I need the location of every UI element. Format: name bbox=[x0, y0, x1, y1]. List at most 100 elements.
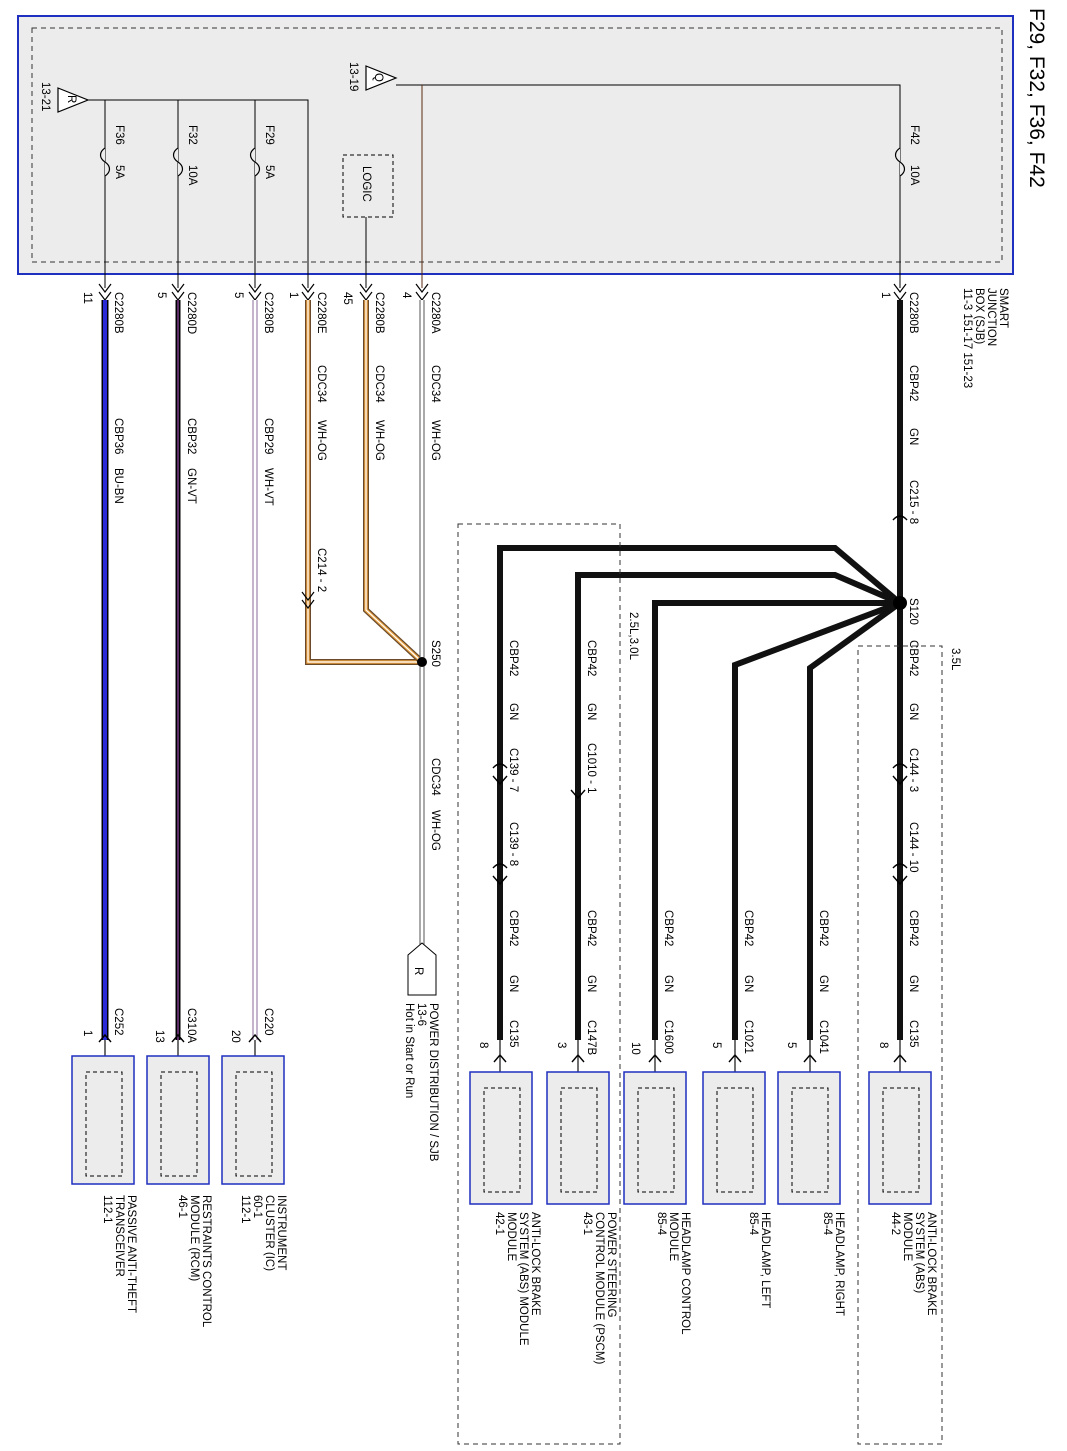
component-box-headlamp-right bbox=[777, 1071, 841, 1205]
feed-r-ref: 13-21 bbox=[39, 82, 51, 111]
label-bu-bn: BU-BN bbox=[112, 468, 124, 504]
pats-conn: C252 bbox=[112, 1008, 124, 1036]
svg-text:CLUSTER (IC): CLUSTER (IC) bbox=[263, 1195, 275, 1271]
svg-text:43-1: 43-1 bbox=[581, 1212, 593, 1235]
label-gn-abs: GN bbox=[507, 703, 519, 720]
hl-conn: C1021 bbox=[742, 1020, 754, 1054]
svg-text:112-1: 112-1 bbox=[101, 1195, 113, 1224]
label-cbp42-hl: CBP42 bbox=[742, 910, 754, 946]
svg-text:POWER STEERING: POWER STEERING bbox=[605, 1212, 617, 1317]
fuse-f29-rating: 5A bbox=[263, 165, 275, 179]
svg-text:SYSTEM (ABS): SYSTEM (ABS) bbox=[913, 1212, 925, 1293]
pscm-pin: 3 bbox=[555, 1042, 567, 1048]
pats-pin: 1 bbox=[81, 1030, 93, 1036]
conn-c2280b-5: C2280B bbox=[262, 292, 274, 334]
feed-r-triangle: R 13-21 bbox=[39, 82, 90, 113]
sjb-label-line2: JUNCTION bbox=[985, 288, 997, 346]
fuse-f42-rating: 10A bbox=[908, 165, 920, 186]
label-cbp42-pscm: CBP42 bbox=[585, 640, 597, 676]
fuse-labels: F36 5A F32 10A F29 5A F42 10A bbox=[113, 125, 920, 186]
svg-text:60-1: 60-1 bbox=[251, 1195, 263, 1218]
hr-name: HEADLAMP, RIGHT 85-4 bbox=[821, 1212, 845, 1316]
fuse-f32-name: F32 bbox=[186, 125, 198, 145]
label-cbp42-abs-b: CBP42 bbox=[507, 910, 519, 946]
conn-c2280e: C2280E bbox=[315, 292, 327, 334]
fuse-symbols bbox=[99, 147, 906, 177]
label-gn-hr: GN bbox=[817, 975, 829, 992]
label-wh-og-e: WH-OG bbox=[315, 420, 327, 461]
svg-text:46-1: 46-1 bbox=[176, 1195, 188, 1218]
label-cbp42-35: CBP42 bbox=[907, 640, 919, 676]
logic-label: LOGIC bbox=[360, 166, 372, 202]
sjb-label-line4: 11-3 151-17 151-23 bbox=[961, 288, 973, 388]
pin-4: 4 bbox=[400, 292, 412, 299]
component-connector-marks bbox=[98, 1033, 907, 1063]
conn-c2280b-1: C2280B bbox=[907, 292, 919, 334]
hcm-pin: 10 bbox=[629, 1042, 641, 1055]
pscm-conn: C147B bbox=[585, 1020, 597, 1055]
hcm-conn: C1600 bbox=[662, 1020, 674, 1054]
label-cbp42-35b: CBP42 bbox=[907, 910, 919, 946]
power-dist-flag: R bbox=[407, 942, 437, 996]
feed-q-letter: Q bbox=[372, 73, 384, 82]
fuse-f36-name: F36 bbox=[113, 125, 125, 145]
label-c139-7: C139 - 7 bbox=[507, 748, 519, 792]
hcm-name: HEADLAMP CONTROL MODULE 85-4 bbox=[655, 1212, 691, 1335]
svg-text:112-1: 112-1 bbox=[239, 1195, 251, 1224]
pin-1e: 1 bbox=[287, 292, 299, 298]
svg-text:85-4: 85-4 bbox=[655, 1212, 667, 1236]
label-wh-vt: WH-VT bbox=[262, 468, 274, 506]
label-c214: C214 - 2 bbox=[315, 548, 327, 592]
svg-text:SYSTEM (ABS) MODULE: SYSTEM (ABS) MODULE bbox=[517, 1212, 529, 1346]
label-gn-35b: GN bbox=[907, 975, 919, 992]
c214-mark bbox=[301, 591, 315, 609]
label-cbp36: CBP36 bbox=[112, 418, 124, 454]
svg-text:ANTI-LOCK BRAKE: ANTI-LOCK BRAKE bbox=[529, 1212, 541, 1316]
svg-text:TRANSCEIVER: TRANSCEIVER bbox=[113, 1195, 125, 1277]
component-pin-labels: 1 C252 13 C310A 20 C220 8 C135 3 C147B 1… bbox=[81, 1008, 919, 1055]
conn-c2280b-45: C2280B bbox=[373, 292, 385, 334]
hr-pin: 5 bbox=[785, 1042, 797, 1048]
label-c144-10: C144 - 10 bbox=[907, 822, 919, 873]
label-s250: S250 bbox=[429, 640, 441, 667]
abs2-conn: C135 bbox=[907, 1020, 919, 1048]
label-c139-8: C139 - 8 bbox=[507, 822, 519, 866]
sjb-label-line1: SMART bbox=[997, 288, 1009, 328]
rcm-name: RESTRAINTS CONTROL MODULE (RCM) 46-1 bbox=[176, 1195, 212, 1328]
sjb-bus-lines bbox=[88, 84, 901, 288]
label-cbp42-pscm-b: CBP42 bbox=[585, 910, 597, 946]
feed-q-triangle: Q 13-19 bbox=[347, 62, 398, 91]
fuse-f42-name: F42 bbox=[908, 125, 920, 145]
label-cdc34-a: CDC34 bbox=[429, 365, 441, 403]
component-box-ic bbox=[221, 1055, 285, 1185]
s120-splice bbox=[893, 596, 907, 610]
abs1-pin: 8 bbox=[477, 1042, 489, 1048]
component-box-headlamp-left bbox=[702, 1071, 766, 1205]
pin-11: 11 bbox=[81, 292, 93, 304]
ic-name: INSTRUMENT CLUSTER (IC) 60-1 112-1 bbox=[239, 1195, 287, 1271]
circuit-labels-left: CBP36 BU-BN CBP32 GN-VT CBP29 WH-VT CDC3… bbox=[112, 365, 441, 851]
label-cdc34-e: CDC34 bbox=[315, 365, 327, 403]
svg-text:HEADLAMP, RIGHT: HEADLAMP, RIGHT bbox=[833, 1212, 845, 1316]
svg-text:HEADLAMP CONTROL: HEADLAMP CONTROL bbox=[679, 1212, 691, 1335]
conn-c2280b-11: C2280B bbox=[112, 292, 124, 334]
label-wh-og-a: WH-OG bbox=[429, 420, 441, 461]
label-c1010: C1010 - 1 bbox=[585, 743, 597, 794]
svg-text:MODULE: MODULE bbox=[505, 1212, 517, 1262]
label-gn-pscm: GN bbox=[585, 703, 597, 720]
pin-5b: 5 bbox=[232, 292, 244, 298]
power-dist-line2: 13-6 bbox=[415, 1003, 427, 1026]
component-box-hcm bbox=[623, 1071, 687, 1205]
label-cbp42-abs: CBP42 bbox=[507, 640, 519, 676]
hr-conn: C1041 bbox=[817, 1020, 829, 1054]
sjb-connector-marks bbox=[98, 283, 907, 301]
label-gn-35: GN bbox=[907, 703, 919, 720]
pats-name: PASSIVE ANTI-THEFT TRANSCEIVER 112-1 bbox=[101, 1195, 137, 1313]
svg-text:42-1: 42-1 bbox=[493, 1212, 505, 1235]
svg-text:44-2: 44-2 bbox=[889, 1212, 901, 1235]
pin-1b: 1 bbox=[879, 292, 891, 298]
sjb-pin-labels: 11 C2280B 5 C2280D 5 C2280B 1 C2280E 45 … bbox=[81, 292, 919, 334]
svg-text:MODULE: MODULE bbox=[667, 1212, 679, 1262]
power-dist-letter: R bbox=[412, 967, 424, 975]
